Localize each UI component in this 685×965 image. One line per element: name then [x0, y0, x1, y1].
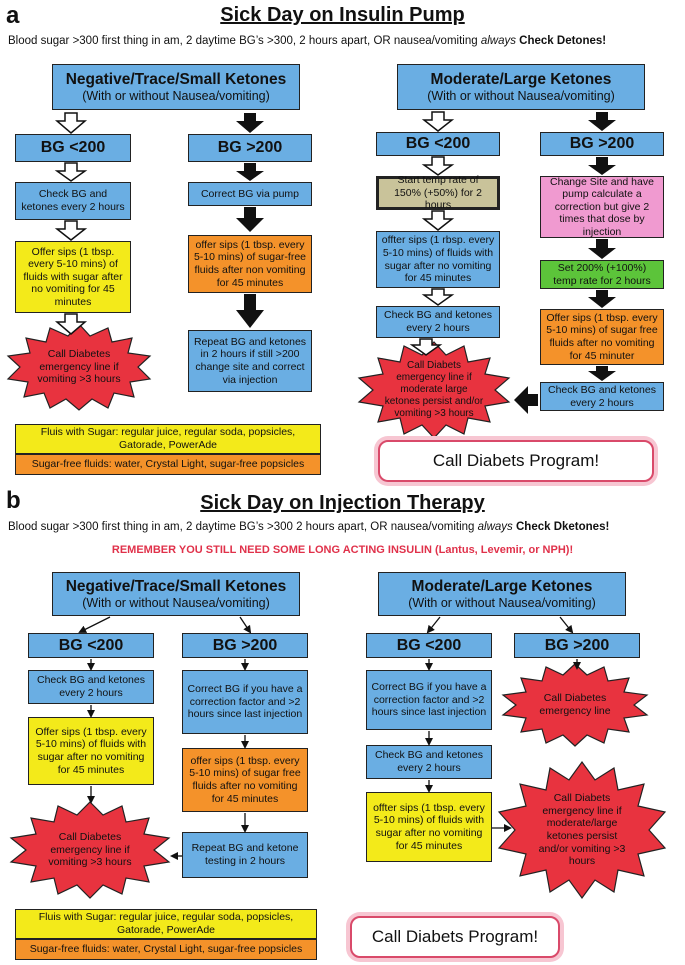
panel-a-neg-high-sips: offer sips (1 tbsp. every 5-10 mins) of …	[188, 235, 312, 293]
panel-a-mod-bg-low: BG <200	[376, 132, 500, 156]
panel-b-neg-high-sips: offer sips (1 tbsp. every 5-10 mins) of …	[182, 748, 308, 812]
panel-a-mod-high-change-site: Change Site and have pump calculate a co…	[540, 176, 664, 238]
panel-a-legend-sugar: Fluis with Sugar: regular juice, regular…	[15, 424, 321, 454]
arrow-down-solid	[588, 239, 616, 259]
panel-a-title: Sick Day on Insulin Pump	[220, 4, 465, 26]
arrow-down-solid	[588, 290, 616, 308]
panel-a-mod-high-temp-rate: Set 200% (+100%) temp rate for 2 hours	[540, 260, 664, 289]
arrow-down-outline	[421, 111, 455, 132]
panel-b-letter: b	[6, 487, 21, 514]
arrow-down-outline	[54, 220, 88, 241]
panel-b-thin-arrows	[78, 616, 581, 860]
panel-b-legend-sugar: Fluis with Sugar: regular juice, regular…	[15, 909, 317, 939]
panel-a-outline-arrows	[54, 111, 455, 356]
arrow-down-outline	[421, 156, 455, 176]
panel-b-legend-sugarfree: Sugar-free fluids: water, Crystal Light,…	[15, 939, 317, 960]
arrow-down-solid	[236, 113, 264, 133]
panel-a-neg-high-repeat: Repeat BG and ketones in 2 hours if stil…	[188, 330, 312, 392]
panel-b-title: Sick Day on Injection Therapy	[200, 492, 485, 514]
panel-a-mod-emergency-text: Call Diabets emergency line if moderate …	[384, 360, 484, 419]
panel-a-mod-low-temp-rate: Start temp rate of 150% (+50%) for 2 hou…	[376, 174, 500, 211]
panel-a-mod-bg-high: BG >200	[540, 132, 664, 156]
panel-a-legend-sugarfree: Sugar-free fluids: water, Crystal Light,…	[15, 454, 321, 475]
panel-a-neg-ketones-header: Negative/Trace/Small Ketones (With or wi…	[52, 64, 300, 110]
panel-a-neg-low-check: Check BG and ketones every 2 hours	[15, 182, 131, 220]
panel-a-neg-bg-low: BG <200	[15, 134, 131, 162]
arrow-down-solid	[588, 112, 616, 131]
panel-b-mod-bg-low: BG <200	[366, 633, 492, 658]
arrow-down-outline	[54, 162, 88, 182]
panel-b-neg-ketones-header: Negative/Trace/Small Ketones (With or wi…	[52, 572, 300, 616]
panel-a-mod-ketones-header: Moderate/Large Ketones (With or without …	[397, 64, 645, 110]
panel-b-neg-low-check: Check BG and ketones every 2 hours	[28, 670, 154, 704]
arrow-down-solid	[588, 366, 616, 381]
panel-a-mod-high-sips: Offer sips (1 tbsp. every 5-10 mins) of …	[540, 309, 664, 365]
panel-a-neg-low-sips: Offer sips (1 tbsp. every 5-10 mins) of …	[15, 241, 131, 313]
panel-b-mod-low-emergency-text: Call Diabets emergency line if moderate/…	[538, 792, 626, 868]
panel-b-mod-low-sips: offter sips (1 tbsp. every 5-10 mins) of…	[366, 792, 492, 862]
panel-b-neg-high-repeat: Repeat BG and ketone testing in 2 hours	[182, 832, 308, 878]
arrow-down-solid	[236, 163, 264, 181]
panel-b-neg-bg-high: BG >200	[182, 633, 308, 658]
panel-a-neg-bg-high: BG >200	[188, 134, 312, 162]
arrow-down-outline	[409, 338, 443, 356]
panel-a-intro: Blood sugar >300 first thing in am, 2 da…	[8, 35, 607, 47]
panel-b-mod-low-check: Check BG and ketones every 2 hours	[366, 745, 492, 779]
starburst-shape	[357, 341, 511, 439]
arrow-down-solid	[236, 294, 264, 328]
panel-b-neg-high-correct: Correct BG if you have a correction fact…	[182, 670, 308, 734]
panel-a-neg-emergency-text: Call Diabetes emergency line if vomiting…	[37, 348, 121, 386]
arrow-down-solid	[588, 157, 616, 175]
arrow-down-outline	[54, 112, 88, 134]
panel-a-neg-emergency-star: Call Diabetes emergency line if vomiting…	[4, 322, 154, 412]
panel-b-insulin-warning: REMEMBER YOU STILL NEED SOME LONG ACTING…	[111, 544, 574, 556]
panel-b-intro: Blood sugar >300 first thing in am, 2 da…	[8, 521, 610, 533]
panel-a-letter: a	[6, 2, 20, 29]
starburst-shape	[6, 323, 152, 411]
panel-b-mod-bg-high: BG >200	[514, 633, 640, 658]
panel-b-call-program: Call Diabets Program!	[350, 916, 560, 958]
panel-a-call-program: Call Diabets Program!	[378, 440, 654, 482]
panel-a-mod-low-check: Check BG and ketones every 2 hours	[376, 306, 500, 338]
arrow-down-solid	[236, 207, 264, 232]
arrow-down-outline	[54, 313, 88, 335]
panel-b-mod-high-emergency-star: Call Diabetes emergency line	[500, 662, 650, 748]
panel-b-neg-emergency-star: Call Diabetes emergency line if vomiting…	[8, 800, 172, 900]
arrow-left-solid	[514, 386, 538, 414]
panel-a-neg-high-correct: Correct BG via pump	[188, 182, 312, 206]
panel-b-neg-emergency-text: Call Diabetes emergency line if vomiting…	[48, 831, 132, 869]
arrow-down-outline	[421, 288, 455, 306]
panel-b-mod-low-correct: Correct BG if you have a correction fact…	[366, 670, 492, 730]
panel-a-mod-emergency-star: Call Diabets emergency line if moderate …	[356, 340, 512, 440]
panel-b-neg-low-sips: Offer sips (1 tbsp. every 5-10 mins) of …	[28, 717, 154, 785]
starburst-shape	[497, 760, 667, 900]
panel-a-solid-arrows	[236, 112, 616, 414]
panel-a-mod-low-sips: offter sips (1 rbsp. every 5-10 mins) of…	[376, 231, 500, 288]
panel-a-mod-high-check: Check BG and ketones every 2 hours	[540, 382, 664, 411]
panel-b-mod-ketones-header: Moderate/Large Ketones (With or without …	[378, 572, 626, 616]
panel-b-mod-high-emergency-text: Call Diabetes emergency line	[539, 692, 611, 717]
arrow-down-outline	[421, 210, 455, 231]
starburst-shape	[9, 801, 171, 899]
panel-b-neg-bg-low: BG <200	[28, 633, 154, 658]
panel-b-mod-low-emergency-star: Call Diabets emergency line if moderate/…	[496, 760, 668, 900]
starburst-shape	[501, 663, 649, 747]
